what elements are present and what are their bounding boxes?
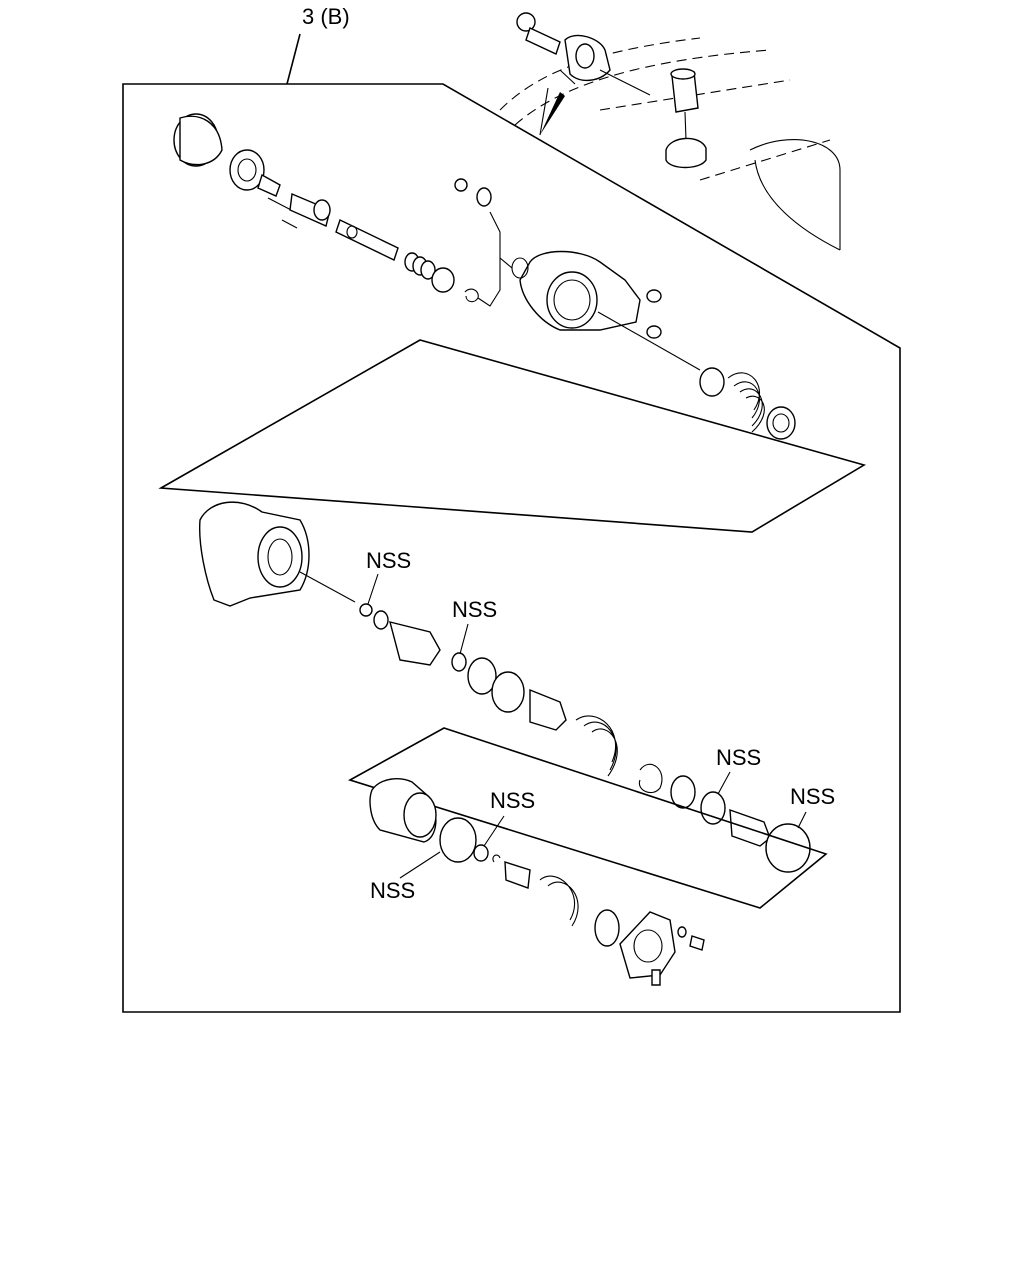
assembly-frame (122, 83, 901, 1013)
lower-subassembly (369, 778, 705, 986)
group-label-leader (286, 33, 301, 85)
lower-frame (347, 727, 828, 909)
group-label: 3 (B) (302, 4, 350, 29)
middle-frame (158, 339, 867, 533)
middle-subassembly (198, 501, 811, 873)
callout-nss-2: NSS (452, 597, 497, 655)
svg-text:NSS: NSS (790, 784, 835, 809)
vehicle-context (499, 12, 841, 251)
callout-nss-6: NSS (370, 851, 441, 903)
callout-nss-1: NSS (366, 548, 411, 605)
svg-text:NSS: NSS (366, 548, 411, 573)
callout-nss-5: NSS (483, 788, 535, 847)
svg-text:NSS: NSS (370, 878, 415, 903)
svg-text:NSS: NSS (452, 597, 497, 622)
callout-nss-3: NSS (716, 745, 761, 795)
upper-subassembly (173, 113, 796, 440)
svg-text:NSS: NSS (716, 745, 761, 770)
svg-text:NSS: NSS (490, 788, 535, 813)
callout-nss-4: NSS (790, 784, 835, 829)
